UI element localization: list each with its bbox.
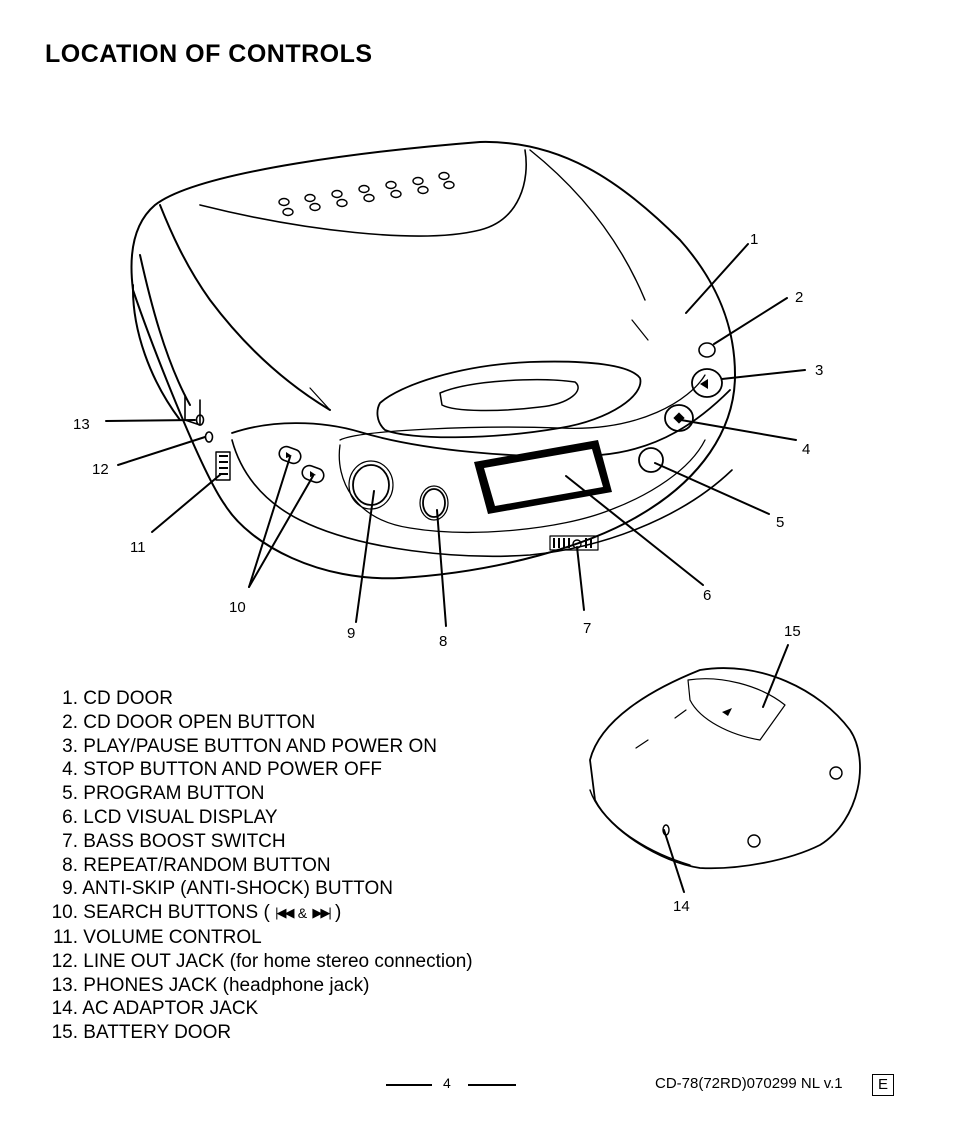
legend-item: 3. PLAY/PAUSE BUTTON AND POWER ON: [62, 735, 437, 757]
callout-4: 4: [802, 441, 810, 458]
callout-10: 10: [229, 599, 246, 616]
legend-item: 4. STOP BUTTON AND POWER OFF: [62, 759, 383, 781]
callout-8: 8: [439, 633, 447, 650]
legend-item: 9. ANTI-SKIP (ANTI-SHOCK) BUTTON: [62, 878, 393, 900]
cd-door-open-button: [698, 342, 716, 358]
callout-15: 15: [784, 623, 801, 640]
legend-item: 2. CD DOOR OPEN BUTTON: [62, 711, 316, 733]
legend-item: 8. REPEAT/RANDOM BUTTON: [62, 854, 331, 876]
footer-rule-left: [386, 1084, 432, 1086]
callout-11: 11: [130, 539, 146, 556]
skip-back-icon: |◀◀: [275, 905, 294, 921]
player-body-outline: [130, 140, 736, 580]
controls-legend: 1. CD DOOR 2. CD DOOR OPEN BUTTON 3. PLA…: [45, 687, 473, 1045]
callout-7: 7: [583, 620, 591, 637]
legend-item: 6. LCD VISUAL DISPLAY: [62, 806, 278, 828]
callout-2: 2: [795, 289, 803, 306]
callout-6: 6: [703, 587, 711, 604]
anti-skip-button: [352, 464, 390, 506]
page-number: 4: [443, 1075, 451, 1091]
play-pause-button: [691, 368, 723, 398]
page-title: LOCATION OF CONTROLS: [45, 40, 373, 68]
callout-9: 9: [347, 625, 355, 642]
legend-item: 1. CD DOOR: [62, 688, 174, 709]
battery-unit-outline: [589, 667, 861, 870]
legend-item: 15. BATTERY DOOR: [51, 1022, 232, 1044]
language-badge: E: [872, 1074, 894, 1096]
legend-item: 11. VOLUME CONTROL: [52, 926, 262, 948]
legend-item: 14. AC ADAPTOR JACK: [51, 998, 259, 1020]
model-code: CD-78(72RD)070299 NL v.1: [655, 1075, 843, 1092]
legend-item: 10. SEARCH BUTTONS ( |◀◀ & ▶▶| ): [51, 902, 342, 924]
legend-item: 7. BASS BOOST SWITCH: [62, 830, 286, 852]
callout-12: 12: [92, 461, 109, 478]
callout-5: 5: [776, 514, 784, 531]
callout-3: 3: [815, 362, 823, 379]
legend-item: 5. PROGRAM BUTTON: [62, 783, 265, 805]
legend-item: 12. LINE OUT JACK (for home stereo conne…: [51, 950, 473, 972]
footer-rule-right: [468, 1084, 516, 1086]
skip-forward-icon: ▶▶|: [312, 905, 331, 921]
callout-14: 14: [673, 898, 690, 915]
stop-button: [664, 404, 694, 432]
repeat-random-button: [422, 488, 446, 518]
legend-item: 13. PHONES JACK (headphone jack): [51, 974, 370, 996]
program-button: [638, 447, 664, 473]
callout-13: 13: [73, 416, 90, 433]
callout-1: 1: [750, 231, 758, 248]
